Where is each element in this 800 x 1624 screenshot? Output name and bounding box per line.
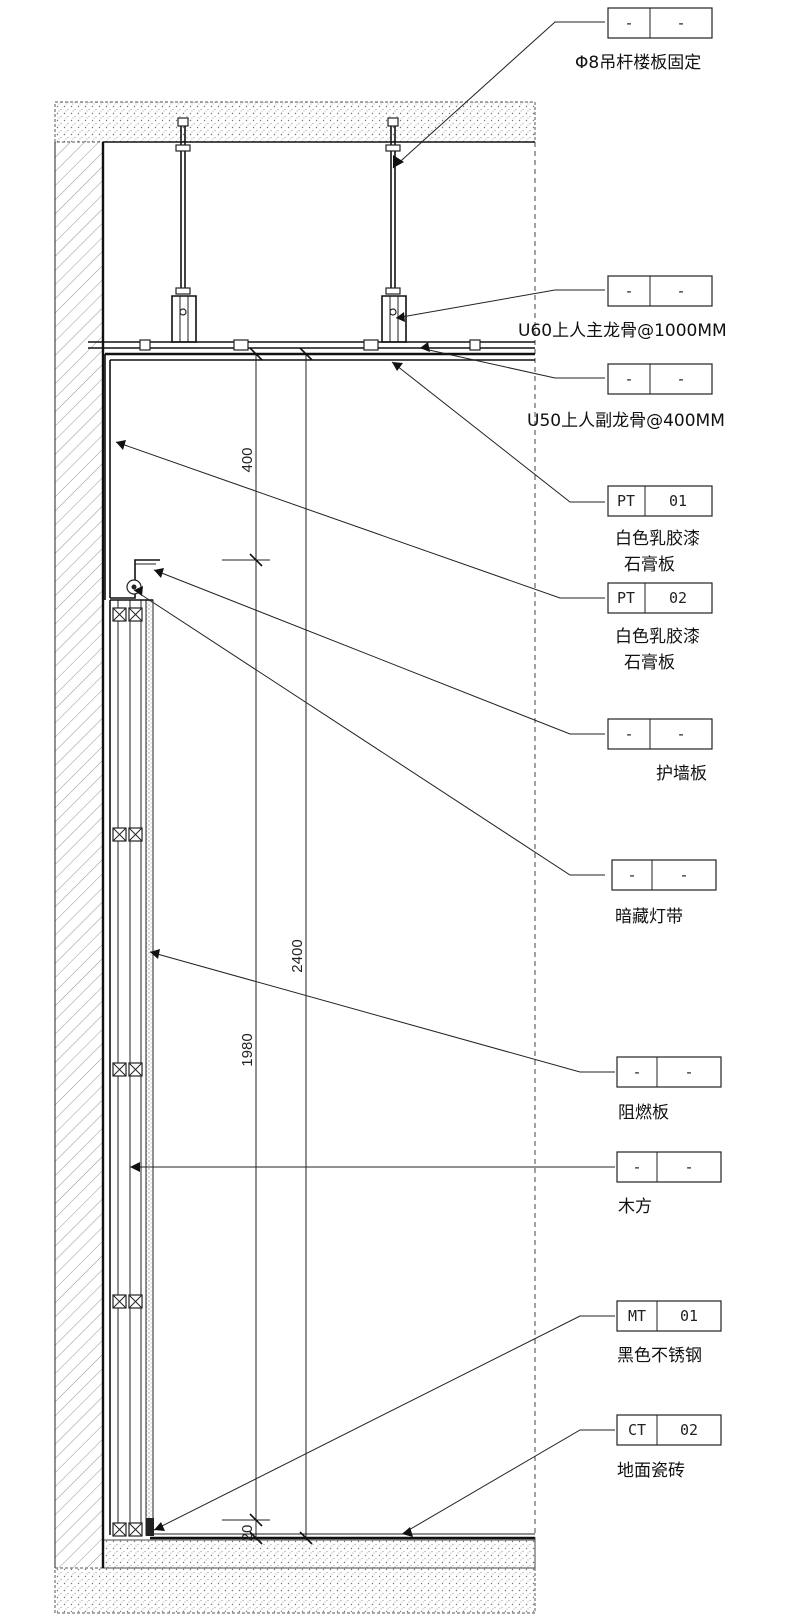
svg-text:白色乳胶漆: 白色乳胶漆 xyxy=(615,627,700,647)
svg-text:-: - xyxy=(676,14,685,32)
svg-text:-: - xyxy=(624,725,633,743)
svg-text:-: - xyxy=(624,282,633,300)
svg-text:02: 02 xyxy=(680,1421,698,1439)
svg-text:02: 02 xyxy=(669,589,687,607)
svg-text:白色乳胶漆: 白色乳胶漆 xyxy=(615,529,700,549)
svg-text:地面瓷砖: 地面瓷砖 xyxy=(617,1461,685,1481)
svg-text:-: - xyxy=(676,370,685,388)
svg-text:-: - xyxy=(624,14,633,32)
callout-led-strip: - - 暗藏灯带 xyxy=(611,859,717,927)
svg-text:-: - xyxy=(676,725,685,743)
svg-text:U50上人副龙骨@400MM: U50上人副龙骨@400MM xyxy=(527,411,725,431)
svg-text:-: - xyxy=(676,282,685,300)
dimension-1980: 1980 xyxy=(239,1033,256,1066)
stainless-skirting xyxy=(146,1518,154,1536)
sub-keel-gypsum-ceiling xyxy=(105,352,535,361)
dimension-20: 20 xyxy=(239,1525,256,1542)
svg-text:-: - xyxy=(684,1158,693,1176)
svg-text:PT: PT xyxy=(617,492,635,510)
wood-battens xyxy=(112,607,143,1537)
svg-text:-: - xyxy=(627,866,636,884)
svg-text:PT: PT xyxy=(617,589,635,607)
callout-pt01: PT 01 白色乳胶漆 石膏板 xyxy=(607,485,713,575)
hanger-rod-left xyxy=(175,117,191,295)
svg-text:-: - xyxy=(679,866,688,884)
svg-text:黑色不锈钢: 黑色不锈钢 xyxy=(617,1346,702,1366)
svg-text:阻燃板: 阻燃板 xyxy=(618,1103,669,1123)
light-cove xyxy=(110,559,160,599)
floor-slab xyxy=(54,1567,536,1614)
svg-text:石膏板: 石膏板 xyxy=(624,652,675,673)
callout-sub-keel: - - U50上人副龙骨@400MM xyxy=(527,363,725,431)
svg-text:石膏板: 石膏板 xyxy=(624,554,675,575)
callout-mt01: MT 01 黑色不锈钢 xyxy=(616,1300,722,1366)
svg-text:01: 01 xyxy=(669,492,687,510)
hanger-bracket-left xyxy=(171,295,197,343)
svg-text:木方: 木方 xyxy=(618,1197,652,1217)
svg-text:U60上人主龙骨@1000MM: U60上人主龙骨@1000MM xyxy=(518,321,727,341)
callout-main-keel: - - U60上人主龙骨@1000MM xyxy=(518,275,727,341)
callout-fire-board: - - 阻燃板 xyxy=(616,1056,722,1123)
callout-rod: - - Φ8吊杆楼板固定 xyxy=(575,7,713,73)
svg-text:CT: CT xyxy=(628,1421,646,1439)
dimension-400: 400 xyxy=(239,447,256,472)
svg-text:护墙板: 护墙板 xyxy=(656,764,707,784)
ceiling-slab xyxy=(54,101,536,143)
leader-arrowheads xyxy=(116,155,430,1537)
callout-wall-panel: - - 护墙板 xyxy=(607,718,713,784)
leader-lines xyxy=(115,21,615,1535)
svg-text:暗藏灯带: 暗藏灯带 xyxy=(615,907,683,927)
callout-pt02: PT 02 白色乳胶漆 石膏板 xyxy=(607,582,713,673)
floor-screed xyxy=(102,1539,536,1569)
callout-batten: - - 木方 xyxy=(616,1151,722,1217)
svg-text:01: 01 xyxy=(680,1307,698,1325)
svg-text:MT: MT xyxy=(628,1307,646,1325)
svg-text:Φ8吊杆楼板固定: Φ8吊杆楼板固定 xyxy=(575,53,701,73)
main-keel xyxy=(88,339,535,351)
dimension-2400: 2400 xyxy=(289,939,306,972)
callout-ct02: CT 02 地面瓷砖 xyxy=(616,1414,722,1481)
svg-text:-: - xyxy=(632,1063,641,1081)
left-wall xyxy=(55,142,103,1568)
svg-text:-: - xyxy=(632,1158,641,1176)
dimension-lines xyxy=(222,347,313,1545)
svg-text:-: - xyxy=(624,370,633,388)
svg-text:-: - xyxy=(684,1063,693,1081)
hanger-rod-right xyxy=(385,117,401,295)
gypsum-wall-lining xyxy=(104,354,111,600)
